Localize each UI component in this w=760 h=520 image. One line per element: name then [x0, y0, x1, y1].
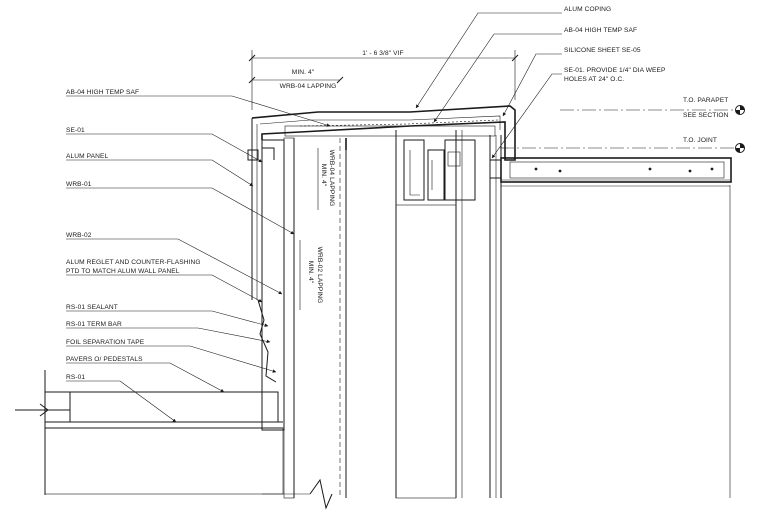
- break-line: [262, 478, 333, 510]
- callout-reglet-line1: ALUM REGLET AND COUNTER-FLASHING: [66, 259, 201, 266]
- callouts-right: ALUM COPING AB-04 HIGH TEMP SAF SILICONE…: [415, 6, 666, 159]
- callout-se01-weep-line2: HOLES AT 24" O.C.: [564, 76, 624, 83]
- glazing-frame: [403, 135, 731, 498]
- elevation-parapet-note: SEE SECTION: [683, 112, 729, 119]
- callout-rs01-term-bar: RS-01 TERM BAR: [66, 321, 122, 328]
- dimension-label: 1' - 6 3/8" VIF: [362, 50, 403, 57]
- cmu-base-block: [44, 427, 284, 495]
- callout-rs01: RS-01: [66, 374, 85, 381]
- lap-top-name: WRB-04 LAPPING: [280, 83, 337, 90]
- alum-coping: [247, 105, 516, 161]
- elevation-parapet-label: T.O. PARAPET: [683, 97, 728, 104]
- lap-v2-name: WRB-02 LAPPING: [316, 247, 323, 304]
- stud-cavity: [293, 130, 397, 498]
- callout-ab04-left: AB-04 HIGH TEMP SAF: [66, 89, 139, 96]
- callout-wrb01: WRB-01: [66, 181, 92, 188]
- callout-wrb02: WRB-02: [66, 232, 92, 239]
- callout-alum-panel: ALUM PANEL: [66, 153, 109, 160]
- cmu-column: [395, 130, 463, 499]
- callout-reglet-line2: PTD TO MATCH ALUM WALL PANEL: [66, 268, 180, 275]
- callout-se01-weep-line1: SE-01. PROVIDE 1/4" DIA WEEP: [564, 67, 666, 74]
- elevation-joint: T.O. JOINT: [500, 137, 745, 153]
- joint-assembly: [490, 157, 732, 187]
- lap-v1-min: MIN. 4": [320, 164, 327, 187]
- callout-se01: SE-01: [66, 127, 85, 134]
- vertical-lap-1: MIN. 4" WRB-04 LAPPING: [317, 148, 335, 210]
- top-lap-dimension: MIN. 4" WRB-04 LAPPING: [248, 69, 344, 90]
- callout-rs01-sealant: RS-01 SEALANT: [66, 304, 118, 311]
- vertical-lap-2: MIN. 4" WRB-02 LAPPING: [299, 240, 323, 310]
- callout-silicone-sheet: SILICONE SHEET SE-05: [564, 47, 641, 54]
- callout-pavers: PAVERS O/ PEDESTALS: [66, 356, 143, 363]
- lap-v1-name: WRB-04 LAPPING: [328, 150, 335, 207]
- alum-panel-wall: [251, 118, 295, 499]
- callouts-left: AB-04 HIGH TEMP SAF SE-01 ALUM PANEL WRB…: [66, 89, 331, 423]
- callout-ab04-right: AB-04 HIGH TEMP SAF: [564, 27, 637, 34]
- lap-top-min: MIN. 4": [292, 69, 315, 76]
- callout-foil-tape: FOIL SEPARATION TAPE: [66, 339, 145, 346]
- elevation-joint-label: T.O. JOINT: [683, 137, 717, 144]
- callout-alum-coping: ALUM COPING: [564, 6, 611, 13]
- elevation-parapet: T.O. PARAPET SEE SECTION: [560, 97, 745, 119]
- pavers-layer: [15, 370, 283, 495]
- lap-v2-min: MIN. 4": [307, 261, 314, 284]
